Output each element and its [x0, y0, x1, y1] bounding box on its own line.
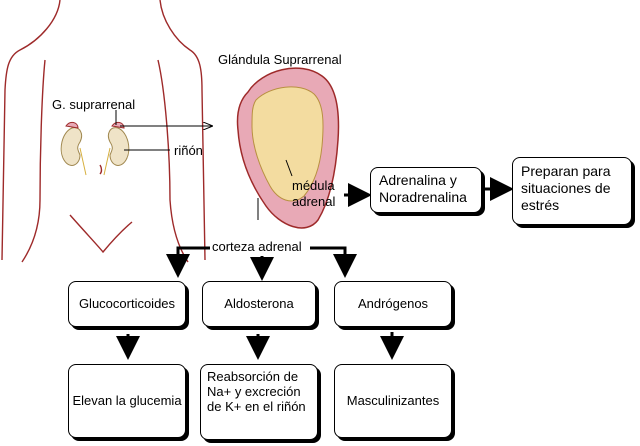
diagram-title: Glándula Suprarrenal	[218, 52, 342, 67]
aldosterone-text: Aldosterona	[224, 296, 294, 312]
reabsorption-box: Reabsorción de Na+ y excreción de K+ en …	[200, 364, 318, 440]
kidneys-illustration	[60, 121, 130, 176]
adrenaline-box: Adrenalina y Noradrenalina	[370, 167, 482, 213]
stress-effect-text: Preparan para situaciones de estrés	[521, 163, 611, 213]
stress-effect-box: Preparan para situaciones de estrés	[512, 157, 632, 225]
medulla-pointer	[285, 159, 293, 177]
aldosterone-box: Aldosterona	[202, 281, 316, 327]
glucocorticoid-box: Glucocorticoides	[68, 281, 186, 327]
medulla-label: médula adrenal	[292, 178, 336, 210]
glucocorticoid-text: Glucocorticoides	[78, 296, 176, 312]
cortex-connectors	[116, 246, 404, 360]
gland-label: G. suprarrenal	[52, 97, 136, 112]
kidney-label: riñón	[174, 143, 203, 158]
glycemia-text: Elevan la glucemia	[72, 393, 182, 409]
cortex-label: corteza adrenal	[212, 239, 302, 254]
androgen-box: Andrógenos	[334, 281, 452, 327]
reabsorption-text: Reabsorción de Na+ y excreción de K+ en …	[207, 369, 306, 414]
androgen-text: Andrógenos	[357, 296, 429, 312]
masculinizing-text: Masculinizantes	[346, 393, 440, 409]
adrenal-gland-illustration	[236, 67, 340, 229]
body-silhouette	[1, 0, 206, 263]
adrenaline-text: Adrenalina y Noradrenalina	[379, 172, 467, 205]
masculinizing-box: Masculinizantes	[334, 364, 452, 438]
glycemia-box: Elevan la glucemia	[68, 364, 186, 438]
